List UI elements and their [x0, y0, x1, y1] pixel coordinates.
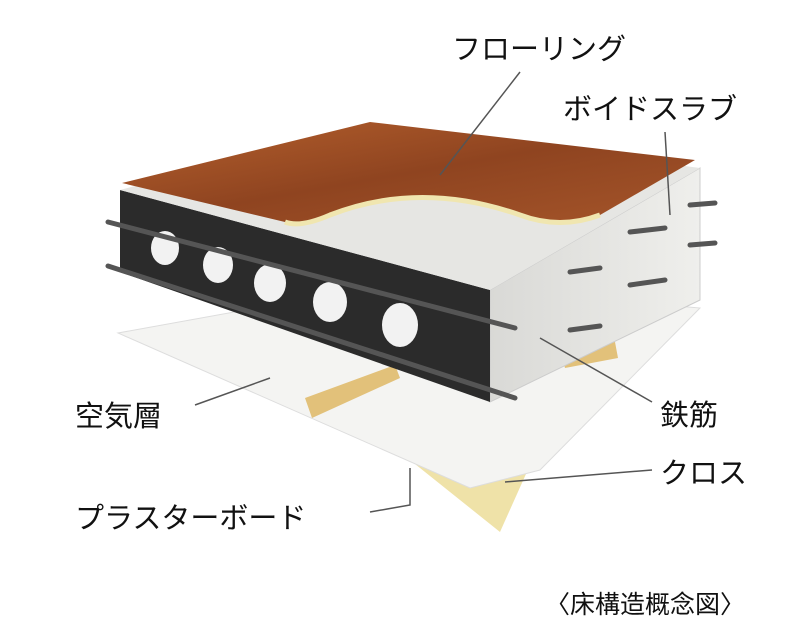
wood-beam: [305, 365, 400, 418]
flooring-boards: [122, 122, 695, 224]
label-plasterboard: プラスターボード: [75, 501, 307, 535]
leader-lines: [194, 71, 671, 513]
rebars: [105, 200, 718, 401]
slab-front-face: [120, 190, 490, 402]
diagram-caption: 〈床構造概念図〉: [545, 590, 746, 619]
label-void-slab: ボイドスラブ: [563, 92, 738, 126]
label-flooring: フローリング: [452, 32, 627, 66]
label-rebar: 鉄筋: [660, 398, 719, 432]
label-cloth: クロス: [660, 456, 748, 490]
label-air-layer: 空気層: [75, 399, 163, 433]
